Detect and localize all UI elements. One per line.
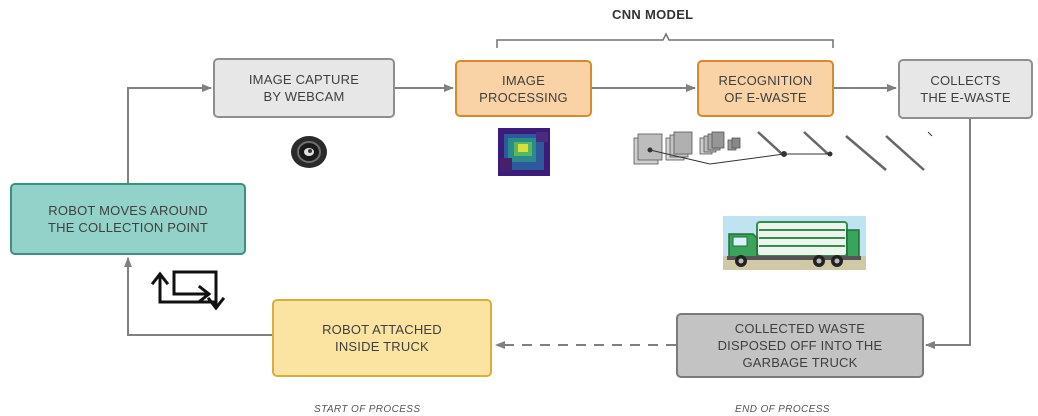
garbage-truck-image [723, 216, 866, 270]
loop-arrows-icon [150, 270, 226, 311]
image-processing-box: IMAGE PROCESSING [455, 60, 592, 117]
arrow-robot-to-capture [127, 84, 212, 183]
cnn-model-label: CNN MODEL [612, 7, 694, 22]
collects-ewaste-box: COLLECTS THE E-WASTE [898, 59, 1033, 119]
heatmap-image [498, 128, 550, 176]
recognition-box: RECOGNITION OF E-WASTE [697, 60, 834, 117]
cnn-architecture-icon [633, 131, 933, 171]
robot-moves-box: ROBOT MOVES AROUND THE COLLECTION POINT [10, 183, 246, 255]
cnn-bracket [496, 32, 834, 48]
arrow-collects-to-disposed [925, 119, 971, 349]
start-of-process-caption: START OF PROCESS [314, 404, 421, 415]
arrow-attached-to-robot [124, 257, 272, 336]
robot-attached-box: ROBOT ATTACHED INSIDE TRUCK [272, 299, 492, 377]
end-of-process-caption: END OF PROCESS [735, 404, 830, 415]
image-capture-box: IMAGE CAPTURE BY WEBCAM [213, 58, 395, 118]
webcam-icon [291, 136, 327, 168]
waste-disposed-box: COLLECTED WASTE DISPOSED OFF INTO THE GA… [676, 313, 924, 378]
